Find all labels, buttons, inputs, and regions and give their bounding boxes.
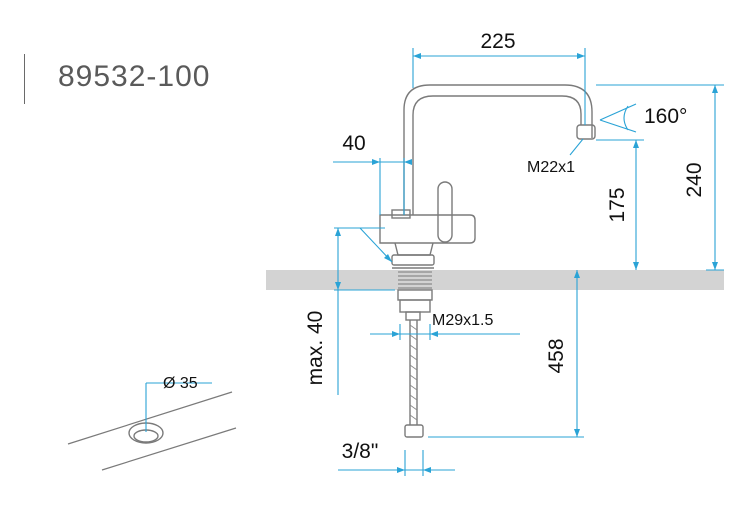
- dim-label-max-40: max. 40: [304, 311, 327, 386]
- dim-label-160-deg: 160°: [644, 105, 687, 128]
- dim-label-225: 225: [480, 30, 515, 53]
- hose-braid: [409, 324, 418, 421]
- countertop: [266, 270, 724, 290]
- dim-label-3-8-inch: 3/8": [342, 440, 379, 463]
- deck-top-view: [67, 391, 237, 471]
- shank-threads: [398, 271, 432, 289]
- dimension-lines: [145, 48, 724, 476]
- dim-label-40: 40: [342, 132, 365, 155]
- dim-label-458: 458: [545, 338, 568, 373]
- dim-label-diameter-35: Ø 35: [163, 375, 198, 392]
- dim-label-240: 240: [683, 162, 706, 197]
- product-code: 89532-100: [58, 60, 211, 93]
- dim-label-m22x1: M22x1: [527, 159, 575, 176]
- dim-label-175: 175: [606, 187, 629, 222]
- dim-label-m29x1-5: M29x1.5: [432, 312, 493, 329]
- title-divider: [24, 54, 25, 104]
- dimension-arrowheads: [335, 53, 718, 473]
